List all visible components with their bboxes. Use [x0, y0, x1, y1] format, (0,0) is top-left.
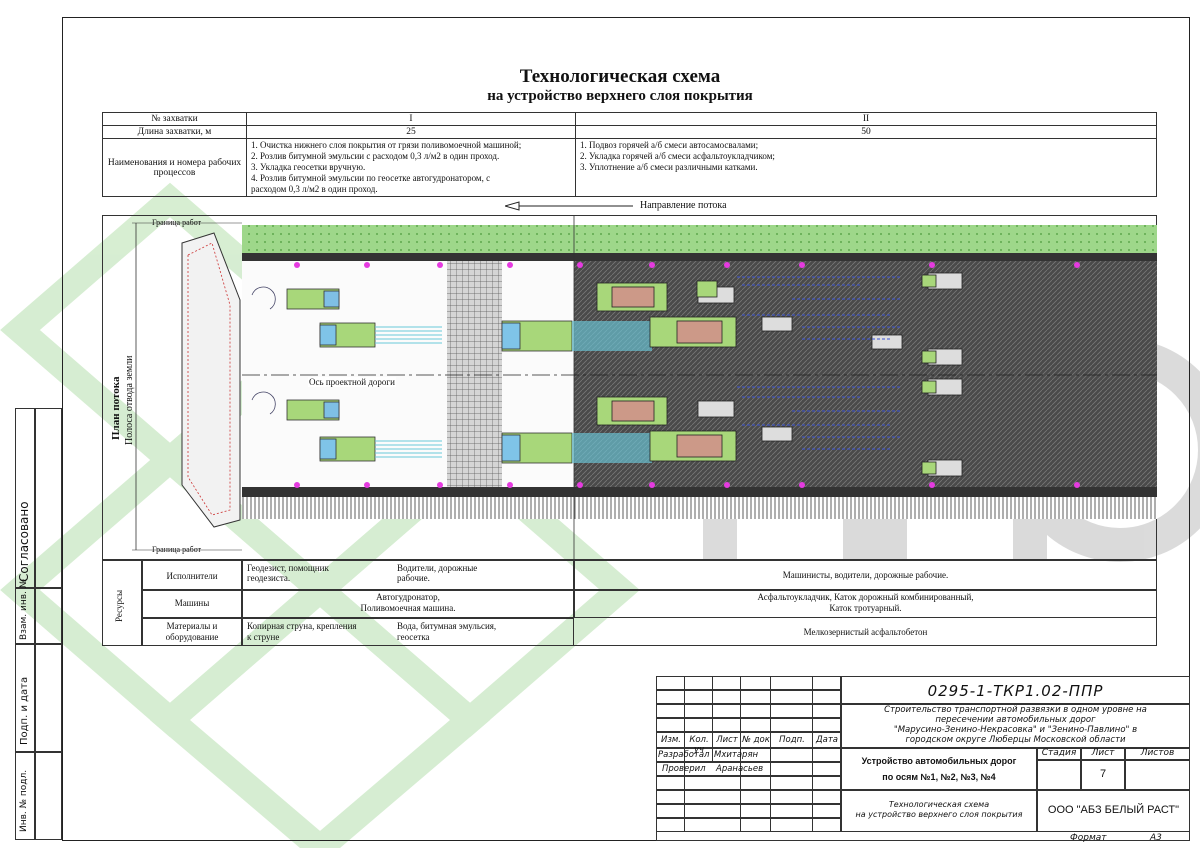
zone1-process-5: расходом 0,3 л/м2 в один проход.	[251, 184, 378, 194]
sheet-label: Лист	[1091, 748, 1115, 758]
hdr-podp: Подп.	[779, 735, 805, 745]
project-name: Строительство транспортной развязки в од…	[843, 705, 1188, 745]
hdr-izm: Изм.	[661, 735, 681, 745]
drawing-subtitle: на устройство верхнего слоя покрытия	[487, 88, 753, 104]
res-label-machines: Машины	[174, 598, 210, 608]
zone1-process-1: 1. Очистка нижнего слоя покрытия от гряз…	[251, 140, 522, 150]
project-line-1: Строительство транспортной развязки в од…	[884, 705, 1147, 715]
row-proc-label: Наименования и номера рабочих процессов	[102, 138, 247, 197]
drawing-name: Технологическая схема на устройство верх…	[841, 800, 1037, 820]
res-materials-z1b: Вода, битумная эмульсия, геосетка	[397, 621, 497, 642]
res-materials-z2: Мелкозернистый асфальтобетон	[803, 627, 928, 637]
drawing-title: Технологическая схема	[519, 66, 721, 87]
side-podp: Подп. и дата	[19, 676, 30, 745]
drawing-frame	[62, 17, 1190, 841]
project-line-2: пересечении автомобильных дорог	[935, 715, 1096, 725]
side-inv: Инв. № подл.	[19, 769, 29, 832]
row-len-label: Длина захватки, м	[102, 125, 247, 139]
section-line-2: по осям №1, №2, №3, №4	[882, 772, 996, 782]
company-name: ООО "АБЗ БЕЛЫЙ РАСТ"	[1047, 804, 1180, 816]
side-vzam: Взам. инв. №	[19, 578, 29, 640]
flow-arrow-icon	[505, 201, 633, 211]
zone2-len: 50	[575, 125, 1157, 139]
side-agreed: Согласовано	[17, 501, 31, 582]
zone2-process-1: 1. Подвоз горячей а/б смеси автосамосвал…	[580, 140, 759, 150]
zone1-processes: 1. Очистка нижнего слоя покрытия от гряз…	[246, 138, 576, 197]
row-num-label: № захватки	[102, 112, 247, 126]
border-bottom-label: Граница работ	[152, 545, 202, 554]
res-materials-z1a: Копирная струна, крепления к струне	[247, 621, 357, 642]
plan-graphic	[132, 215, 1157, 560]
res-machines-z2a: Асфальтоукладчик, Каток дорожный комбини…	[757, 592, 974, 602]
res-label-materials: Материалы и оборудование	[165, 621, 219, 642]
zone2-processes: 1. Подвоз горячей а/б смеси автосамосвал…	[575, 138, 1157, 197]
hdr-kol: Кол. уч	[689, 735, 709, 755]
zone2-process-2: 2. Укладка горячей а/б смеси асфальтоукл…	[580, 151, 775, 161]
checked-name: Аранасьев	[716, 764, 764, 774]
flow-direction-label: Направление потока	[640, 200, 727, 211]
stage-label: Стадия	[1041, 748, 1077, 758]
drawing-name-line-2: на устройство верхнего слоя покрытия	[855, 810, 1023, 819]
zone1-len: 25	[246, 125, 576, 139]
zone1-process-4: 4. Розлив битумной эмульсии по геосетке …	[251, 173, 491, 183]
res-performers-z1a: Геодезист, помощник геодезиста.	[247, 563, 329, 583]
drawing-name-line-1: Технологическая схема	[888, 800, 990, 809]
zone1-process-2: 2. Розлив битумной эмульсии с расходом 0…	[251, 151, 500, 161]
zone1-process-3: 3. Укладка геосетки вручную.	[251, 162, 366, 172]
format-value: А3	[1150, 833, 1162, 843]
zone2-num: II	[575, 112, 1157, 126]
border-top-label: Граница работ	[152, 218, 202, 227]
developed-label: Разработал	[658, 750, 710, 760]
section-line-1: Устройство автомобильных дорог	[861, 756, 1017, 766]
res-label-performers: Исполнители	[166, 571, 218, 581]
hdr-list: Лист	[716, 735, 738, 745]
process-table: № захватки I II Длина захватки, м 25 50 …	[102, 112, 1157, 197]
format-label: Формат	[1070, 833, 1107, 843]
project-line-3: "Марусино-Зенино-Некрасовка" и "Зенино-П…	[893, 725, 1138, 735]
document-code: 0295-1-ТКР1.02-ППР	[927, 682, 1104, 700]
developed-name: Мхитарян	[714, 750, 759, 760]
axis-label: Ось проектной дороги	[308, 377, 396, 387]
checked-label: Проверил	[662, 764, 706, 774]
project-line-4: городском округе Люберцы Московской обла…	[905, 735, 1126, 745]
sheets-label: Листов	[1140, 748, 1175, 758]
res-performers-z2: Машинисты, водители, дорожные рабочие.	[782, 570, 949, 580]
res-machines-z1b: Поливомоечная машина.	[360, 603, 456, 613]
res-machines-z2b: Каток тротуарный.	[829, 603, 902, 613]
resources-group-label: Ресурсы	[114, 589, 124, 622]
hdr-data: Дата	[815, 735, 838, 745]
hdr-ndok: № док	[742, 735, 770, 745]
res-machines-z1a: Автогудронатор,	[376, 592, 440, 602]
zone2-process-3: 3. Уплотнение а/б смеси различными катка…	[580, 162, 758, 172]
sheet-value: 7	[1099, 768, 1107, 780]
zone1-num: I	[246, 112, 576, 126]
res-performers-z1b: Водители, дорожные рабочие.	[397, 563, 478, 583]
